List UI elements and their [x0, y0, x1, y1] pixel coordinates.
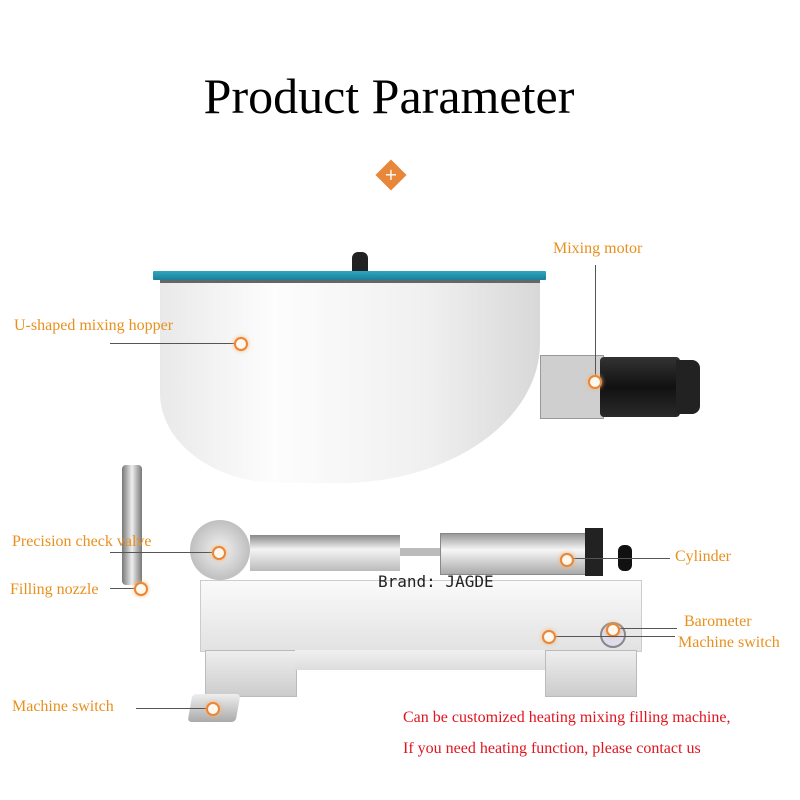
label-mixing-motor: Mixing motor — [553, 240, 643, 257]
machine-base — [200, 580, 642, 652]
callout-dot — [560, 553, 574, 567]
callout-dot — [542, 630, 556, 644]
leader-line — [110, 588, 136, 589]
leader-line — [615, 628, 677, 629]
filling-nozzle — [122, 465, 142, 585]
leader-line — [550, 636, 675, 637]
label-machine-switch-pedal: Machine switch — [12, 698, 114, 715]
label-barometer: Barometer — [684, 613, 752, 630]
mixing-motor — [600, 357, 680, 417]
leader-line — [595, 265, 596, 375]
label-cylinder: Cylinder — [675, 548, 731, 565]
heating-note-line2: If you need heating function, please con… — [403, 740, 701, 757]
callout-dot — [212, 546, 226, 560]
callout-dot — [134, 582, 148, 596]
leader-line — [136, 708, 208, 709]
label-check-valve: Precision check valve — [12, 533, 152, 550]
leader-line — [110, 552, 212, 553]
plus-icon: + — [384, 165, 398, 184]
lid-shadow — [160, 280, 540, 283]
base-arch — [295, 650, 545, 670]
brand-watermark: Brand: JAGDE — [378, 572, 494, 591]
callout-dot — [206, 702, 220, 716]
piston-rod — [400, 548, 440, 556]
cylinder-end — [585, 528, 603, 576]
label-hopper: U-shaped mixing hopper — [14, 317, 174, 334]
motor-cap — [676, 360, 700, 414]
leader-line — [570, 558, 670, 559]
heating-note-line1: Can be customized heating mixing filling… — [403, 709, 731, 726]
label-machine-switch-panel: Machine switch — [678, 634, 780, 651]
piston-barrel — [250, 535, 400, 571]
callout-dot — [234, 337, 248, 351]
callout-dot — [588, 375, 602, 389]
leader-line — [110, 343, 236, 344]
lid-knob — [352, 252, 368, 272]
right-leg — [545, 650, 637, 697]
hopper-lid — [153, 271, 546, 280]
callout-dot — [606, 623, 620, 637]
page-title-text: Product Parameter — [203, 68, 575, 124]
left-leg — [205, 650, 297, 697]
label-filling-nozzle: Filling nozzle — [10, 581, 99, 598]
page-title: Product Parameter — [0, 66, 800, 126]
mixing-hopper — [160, 283, 540, 483]
